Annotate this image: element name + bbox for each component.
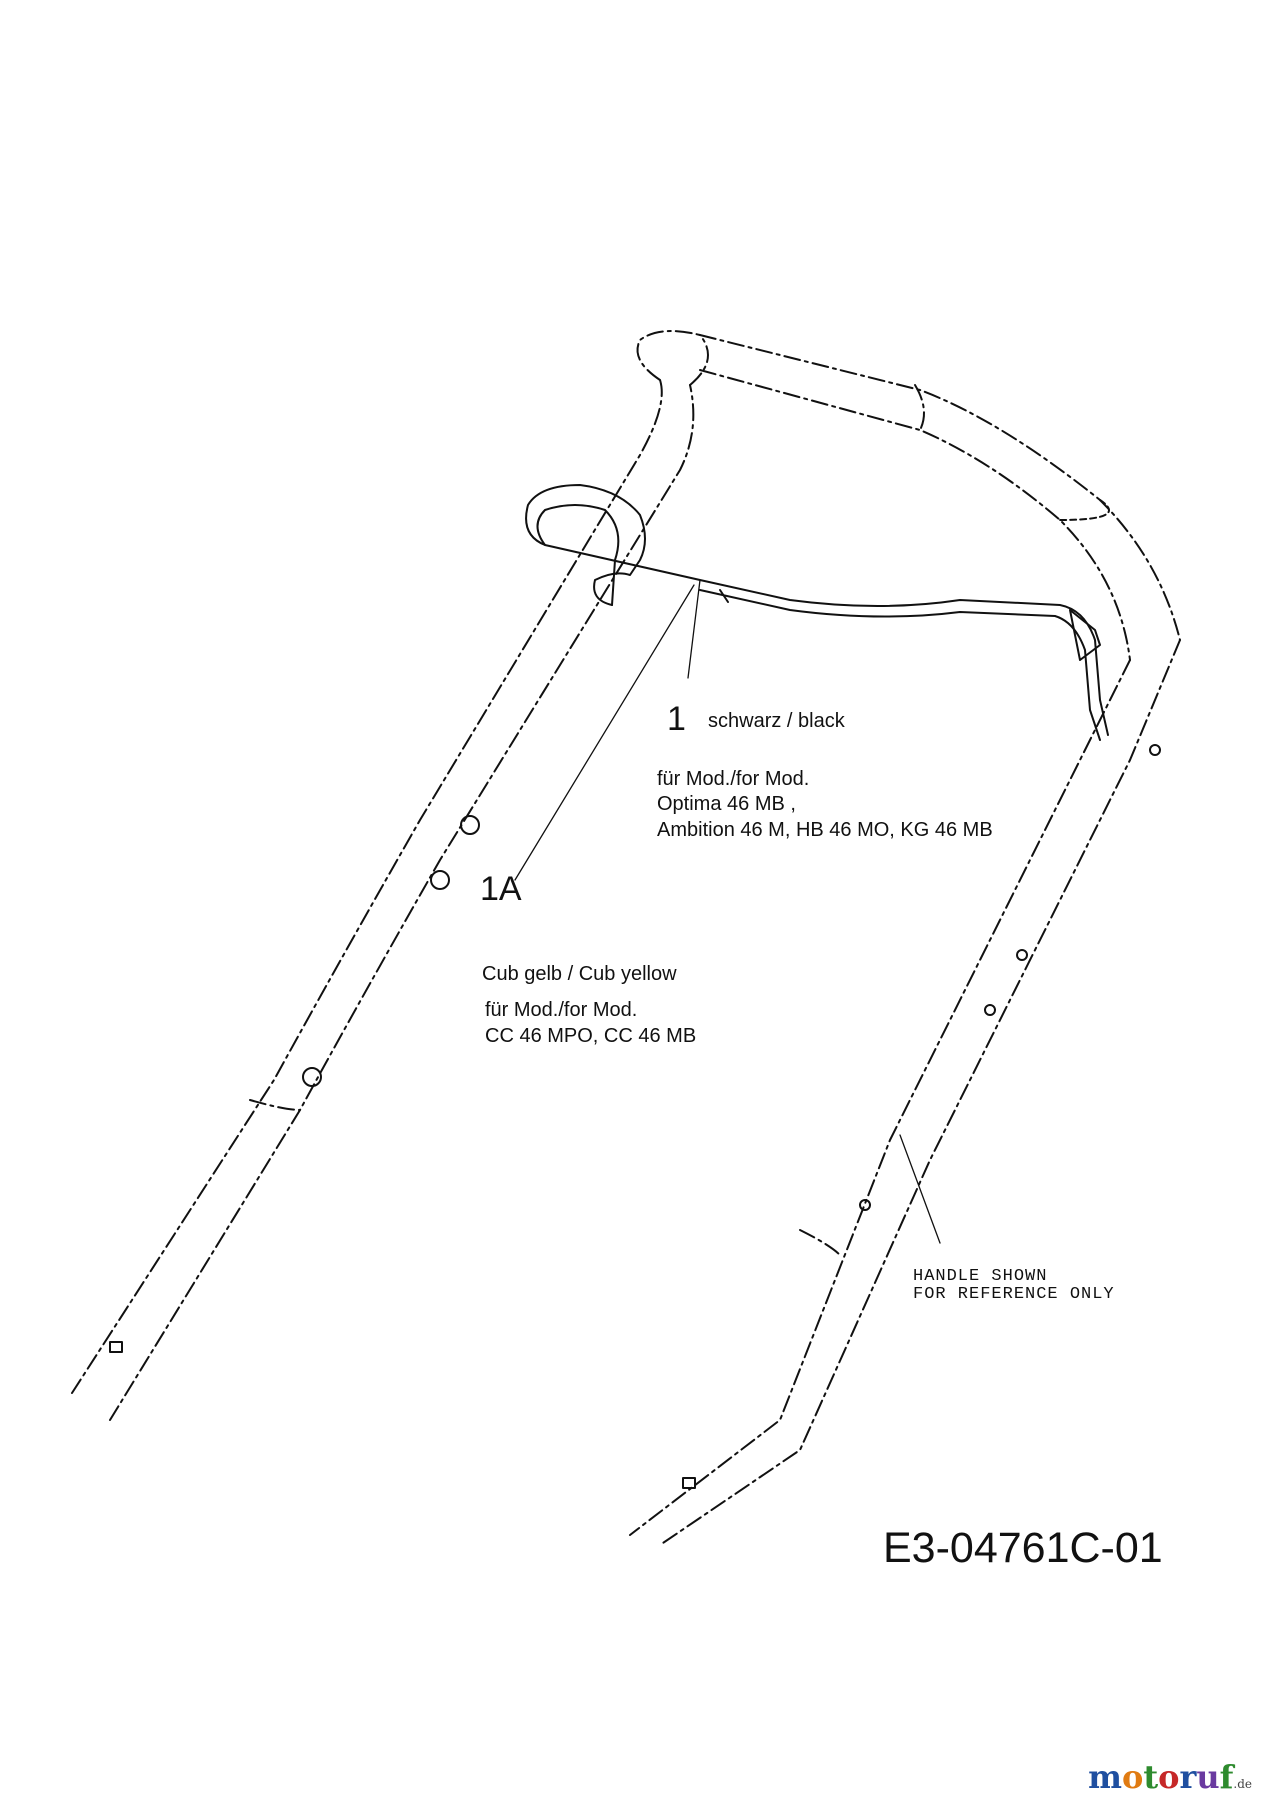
reference-note-line2: FOR REFERENCE ONLY — [913, 1285, 1115, 1304]
part-1-color-label: schwarz / black — [708, 710, 845, 732]
logo-letter: m — [1088, 1758, 1123, 1796]
part-1a-color-label: Cub gelb / Cub yellow — [482, 963, 677, 985]
reference-handle-outline — [71, 330, 1181, 1546]
part-1-number: 1 — [667, 700, 686, 738]
part-1-models-line1: Optima 46 MB , — [657, 793, 796, 815]
leader-lines — [514, 579, 941, 1244]
logo-letter: r — [1179, 1758, 1197, 1796]
part-1a-models-line1: CC 46 MPO, CC 46 MB — [485, 1025, 697, 1047]
logo-letter: f — [1219, 1758, 1234, 1796]
motoruf-logo: motoruf.de — [1088, 1758, 1252, 1796]
reference-note-line1: HANDLE SHOWN — [913, 1267, 1048, 1286]
part-1-models-line2: Ambition 46 M, HB 46 MO, KG 46 MB — [657, 819, 993, 841]
logo-letter: u — [1196, 1758, 1220, 1796]
logo-letter: o — [1158, 1758, 1180, 1796]
logo-letter: t — [1143, 1758, 1159, 1796]
top-handle-bar — [525, 484, 1109, 741]
part-1a-models-heading: für Mod./for Mod. — [485, 999, 638, 1021]
logo-suffix: .de — [1233, 1777, 1252, 1791]
logo-letter: o — [1122, 1758, 1144, 1796]
part-1-models-heading: für Mod./for Mod. — [657, 768, 810, 790]
fastener-marks — [109, 744, 1161, 1489]
drawing-number: E3-04761C-01 — [883, 1524, 1163, 1572]
part-1a-number: 1A — [480, 870, 522, 908]
